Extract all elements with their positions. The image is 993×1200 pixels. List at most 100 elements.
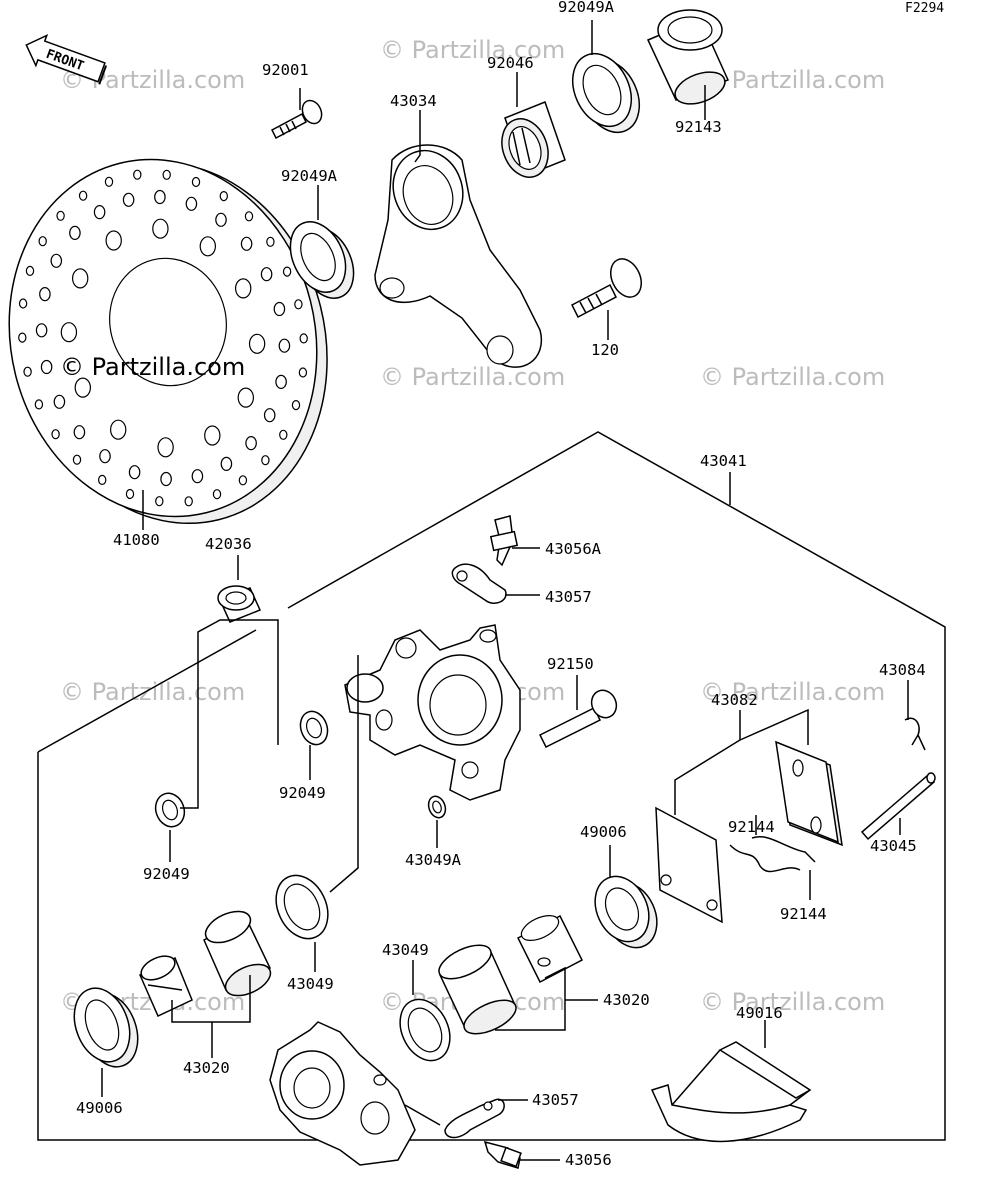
disc-hole — [260, 267, 273, 282]
disc-hole — [238, 475, 248, 486]
disc-hole — [266, 236, 275, 247]
label-92001: 92001 — [262, 61, 309, 79]
seal-43049-left — [275, 874, 329, 940]
disc-hole — [278, 338, 291, 353]
seal-92049A-top — [571, 52, 641, 134]
label-43034: 43034 — [390, 92, 437, 110]
label-49006-right: 49006 — [580, 823, 627, 841]
disc-hole — [38, 236, 47, 247]
watermark-main: © Partzilla.com — [60, 353, 245, 381]
piston-43020-left — [203, 910, 272, 997]
disc-hole — [263, 408, 276, 423]
disc-hole — [160, 471, 172, 487]
bolt-92150 — [538, 689, 618, 749]
disc-hole — [245, 436, 257, 451]
label-49016: 49016 — [736, 1004, 783, 1022]
disc-hole — [18, 332, 27, 343]
label-43057-bottom: 43057 — [532, 1091, 579, 1109]
label-43049A: 43049A — [405, 851, 462, 869]
disc-hole — [155, 496, 164, 507]
disc-hole — [157, 437, 174, 458]
disc-hole — [291, 400, 301, 411]
disc-hole — [25, 265, 35, 276]
disc-hole — [104, 176, 114, 187]
label-92144-b: 92144 — [780, 905, 827, 923]
label-92049A-top: 92049A — [558, 0, 615, 16]
label-49006-left: 49006 — [76, 1099, 123, 1117]
cotter-pin-43084 — [904, 717, 926, 751]
watermark-8: © Partzilla.com — [700, 678, 885, 706]
disc-hole — [152, 218, 169, 239]
label-43041: 43041 — [700, 452, 747, 470]
seal-92049A-mid — [289, 221, 355, 299]
label-43049-left: 43049 — [287, 975, 334, 993]
label-41080: 41080 — [113, 531, 160, 549]
disc-hole — [78, 190, 88, 201]
disc-hole — [35, 323, 48, 338]
label-92046: 92046 — [487, 54, 534, 72]
disc-hole — [34, 399, 44, 410]
disc-hole — [184, 496, 193, 507]
watermark-6: © Partzilla.com — [60, 678, 245, 706]
seal-92049-mid — [299, 710, 329, 746]
seal-49006-right — [594, 875, 658, 949]
disc-hole — [60, 322, 78, 343]
pad-43082-rear — [775, 740, 843, 847]
disc-hole — [215, 212, 227, 227]
cap-43057-bottom — [444, 1098, 505, 1139]
pad-43082-front — [655, 806, 723, 924]
label-42036: 42036 — [205, 535, 252, 553]
disc-hole — [71, 268, 89, 289]
disc-hole — [133, 169, 142, 180]
disc-hole — [219, 191, 228, 202]
disc-hole — [294, 299, 303, 310]
disc-hole — [74, 377, 92, 398]
disc-hole — [204, 425, 221, 446]
disc-hole — [109, 419, 127, 440]
seal-43049A — [427, 795, 447, 819]
label-92049-mid: 92049 — [279, 784, 326, 802]
disc-hole — [72, 454, 82, 465]
disc-hole — [93, 205, 106, 220]
watermark-2: © Partzilla.com — [380, 36, 565, 64]
seal-92049-low — [154, 792, 186, 828]
disc-hole — [220, 456, 233, 471]
caliper-lower-body — [269, 1021, 416, 1166]
disc-hole — [234, 278, 252, 299]
disc-hole — [154, 189, 166, 205]
sleeve-42036 — [217, 585, 262, 623]
disc-hole — [162, 169, 171, 180]
disc-hole — [191, 176, 201, 188]
disc-hole — [240, 236, 253, 251]
label-92143: 92143 — [675, 118, 722, 136]
pad-spring-49016 — [650, 1041, 812, 1143]
disc-hole — [122, 192, 135, 207]
bolt-92001 — [271, 99, 323, 140]
disc-hole — [261, 455, 270, 466]
label-92049-low: 92049 — [143, 865, 190, 883]
insulator-43020-right — [517, 914, 583, 984]
disc-hole — [56, 210, 65, 221]
seal-43049-right — [399, 998, 451, 1062]
watermark-5: © Partzilla.com — [700, 363, 885, 391]
disc-hole — [212, 489, 222, 500]
disc-hole — [185, 196, 198, 211]
disc-hole — [50, 253, 63, 268]
label-92144-a: 92144 — [728, 818, 775, 836]
disc-hole — [128, 465, 141, 480]
disc-hole — [248, 333, 266, 354]
label-43084: 43084 — [879, 661, 926, 679]
diagram-code: F2294 — [905, 1, 944, 16]
bleeder-43056 — [483, 1140, 522, 1169]
piston-43020-right — [438, 944, 517, 1035]
label-43045: 43045 — [870, 837, 917, 855]
disc-hole — [18, 298, 28, 309]
label-92150: 92150 — [547, 655, 594, 673]
disc-hole — [99, 449, 111, 464]
insulator-43020-left — [139, 955, 193, 1018]
label-43082: 43082 — [711, 691, 758, 709]
assembly-outline-43041 — [37, 431, 946, 1141]
seal-49006-left — [73, 987, 139, 1068]
disc-hole — [40, 359, 53, 375]
spring-92144 — [729, 835, 816, 873]
